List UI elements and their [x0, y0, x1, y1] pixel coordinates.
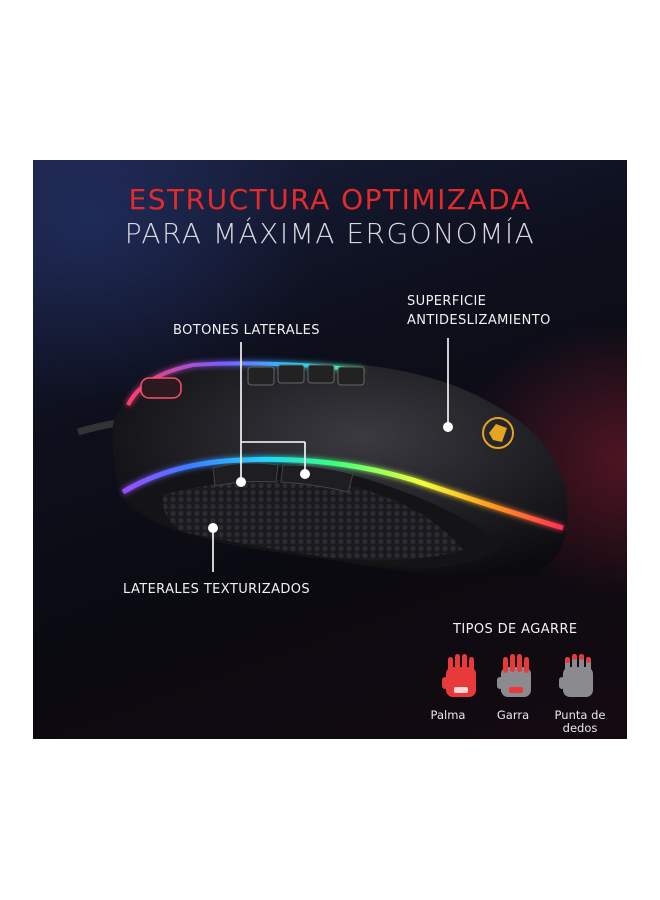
logo-emblem: [482, 417, 514, 449]
grip-label-fingertip: Punta de dedos: [554, 708, 606, 735]
headline-line-1: ESTRUCTURA OPTIMIZADA: [128, 183, 532, 216]
side-button-forward: [280, 464, 354, 493]
product-banner: ESTRUCTURA OPTIMIZADA PARA MÁXIMA ERGONO…: [33, 160, 627, 739]
fingertip-grip-hand-icon: [559, 654, 593, 697]
surface-label-line-1: SUPERFICIE: [407, 294, 487, 309]
textured-side-panel: [162, 480, 464, 561]
textured-sides-label: LATERALES TEXTURIZADOS: [123, 582, 311, 597]
callout-dots: [208, 422, 453, 533]
mouse-illustration: [76, 338, 593, 697]
claw-grip-hand-icon: [497, 654, 531, 697]
grip-label-claw: Garra: [496, 708, 530, 722]
side-button-back: [212, 462, 279, 487]
grip-types-title: TIPOS DE AGARRE: [453, 622, 578, 637]
scroll-wheel: [140, 377, 182, 399]
grip-label-palm: Palma: [430, 708, 466, 722]
side-buttons-label: BOTONES LATERALES: [173, 323, 320, 338]
top-buttons: [247, 364, 365, 386]
palm-grip-hand-icon: [442, 654, 476, 697]
callout-lines: [212, 338, 449, 572]
surface-label-line-2: ANTIDESLIZAMIENTO: [407, 313, 551, 328]
rgb-side-strip: [121, 456, 564, 531]
headline-line-2: PARA MÁXIMA ERGONOMÍA: [124, 217, 536, 250]
